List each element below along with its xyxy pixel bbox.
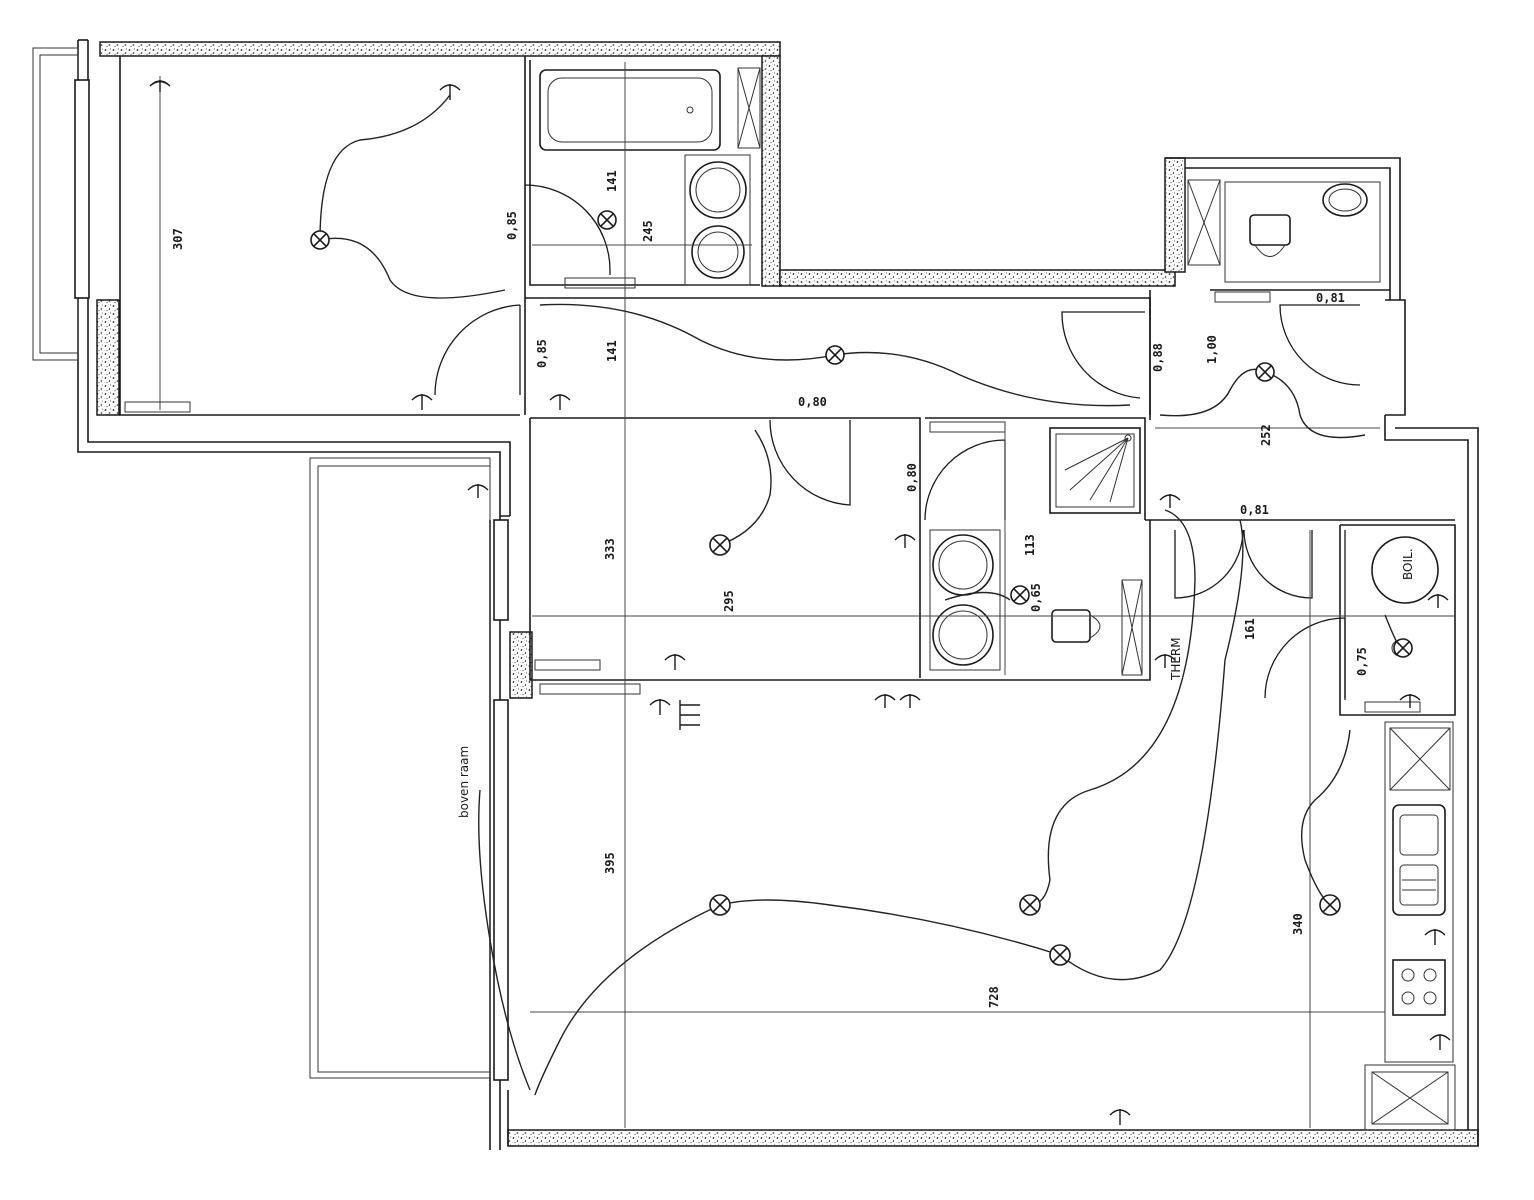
dim-shower-door: 0,80	[905, 463, 919, 492]
dim-hall-height: 141	[605, 340, 619, 362]
outlets	[149, 80, 1451, 1125]
boiler-label: BOIL.	[1401, 548, 1415, 580]
bath-shelf	[737, 67, 761, 149]
outer-walls	[77, 39, 1479, 1150]
dim-kitchen-height: 161	[1243, 618, 1257, 640]
shower-room-sinks	[929, 529, 1001, 671]
fridge-cabinet	[1364, 1064, 1456, 1131]
entry-toilet-room	[1187, 179, 1381, 283]
light-living-2	[1019, 894, 1041, 916]
kitchen-counter	[1384, 721, 1454, 1063]
vent-boxes	[124, 277, 1421, 713]
dim-shower-room: 113	[1023, 534, 1037, 556]
dim-corridor-door: 0,81	[1240, 503, 1269, 517]
balcony	[32, 47, 509, 1081]
light-utility	[1393, 638, 1413, 658]
dim-room2-height: 333	[603, 538, 617, 560]
bath-sinks	[684, 154, 751, 286]
dim-room2-width: 295	[722, 590, 736, 612]
dim-living-left: 395	[603, 852, 617, 874]
light-room2	[709, 534, 731, 556]
light-kitchen	[1319, 894, 1341, 916]
light-bedroom	[310, 230, 330, 250]
dim-hall-door: 0,85	[535, 339, 549, 368]
bathtub	[539, 69, 721, 151]
light-entry	[1255, 362, 1275, 382]
dimension-lines	[149, 62, 1455, 1128]
dim-living-width: 728	[987, 986, 1001, 1008]
dim-hall-door2: 0,88	[1151, 343, 1165, 372]
light-living-1	[709, 894, 731, 916]
light-hall	[825, 345, 845, 365]
light-living-3	[1049, 944, 1071, 966]
doors	[434, 184, 1361, 700]
dim-store-door: 0,75	[1355, 647, 1369, 676]
dim-bedroom-height: 307	[171, 228, 185, 250]
wiring	[319, 94, 1401, 1096]
dim-bath-door: 0,85	[505, 211, 519, 240]
dim-entry-door: 1,00	[1205, 335, 1219, 364]
dim-entry-width: 252	[1259, 424, 1273, 446]
shower-room-toilet	[1051, 579, 1143, 676]
shower	[1049, 427, 1141, 514]
balcony-label: boven raam	[457, 746, 471, 818]
light-shower-room	[1010, 585, 1030, 605]
labels: boven raam BOIL. THERM 307 141 245 0,85 …	[171, 170, 1415, 1008]
dim-utility-door: 0,81	[1316, 291, 1345, 305]
light-bathroom	[597, 210, 617, 230]
ceiling-lights	[310, 210, 1413, 966]
dim-living-right: 340	[1291, 913, 1305, 935]
dim-hall-top-door: 0,80	[798, 395, 827, 409]
dim-bathroom-tub: 141	[605, 170, 619, 192]
dim-toilet-small: 0,65	[1029, 583, 1043, 612]
therm-label: THERM	[1169, 637, 1183, 681]
dim-bathroom-sink: 245	[641, 220, 655, 242]
